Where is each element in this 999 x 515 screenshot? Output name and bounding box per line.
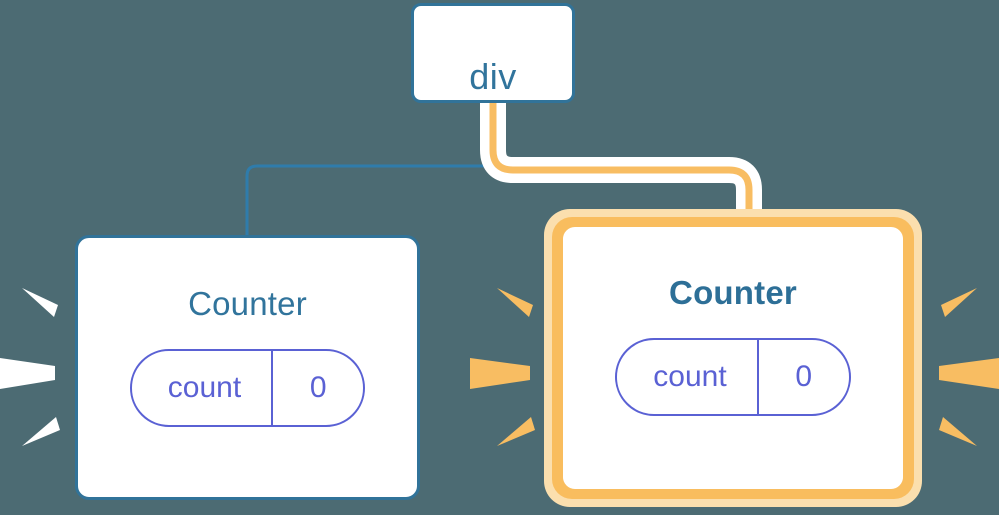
state-pill-divider <box>756 340 759 414</box>
ray-orange-right-upper <box>941 288 977 317</box>
state-pill-divider <box>271 351 274 425</box>
ray-orange-mid-middle <box>470 358 530 389</box>
edge-div-to-counter-right <box>489 103 753 236</box>
ray-orange-right-lower <box>939 417 977 446</box>
state-pill-right: count 0 <box>615 338 851 416</box>
node-counter-left-title: Counter <box>188 285 307 322</box>
state-value-label: 0 <box>795 360 813 393</box>
state-pill-left: count 0 <box>129 349 366 427</box>
ray-white-lower <box>22 417 60 446</box>
ray-white-middle <box>0 358 55 389</box>
state-key-label: count <box>653 360 727 393</box>
ray-orange-mid-upper <box>497 288 533 317</box>
ray-orange-mid-lower <box>497 417 535 446</box>
state-key-label: count <box>167 371 242 404</box>
ray-orange-right-middle <box>939 358 999 389</box>
node-counter-right-title: Counter <box>669 274 797 311</box>
node-counter-left[interactable]: Counter count 0 <box>75 235 420 500</box>
node-counter-right[interactable]: Counter count 0 <box>563 227 903 489</box>
ray-white-upper <box>22 288 58 317</box>
node-div[interactable]: div <box>411 3 575 103</box>
node-div-title: div <box>469 55 517 97</box>
state-value-label: 0 <box>309 371 327 404</box>
